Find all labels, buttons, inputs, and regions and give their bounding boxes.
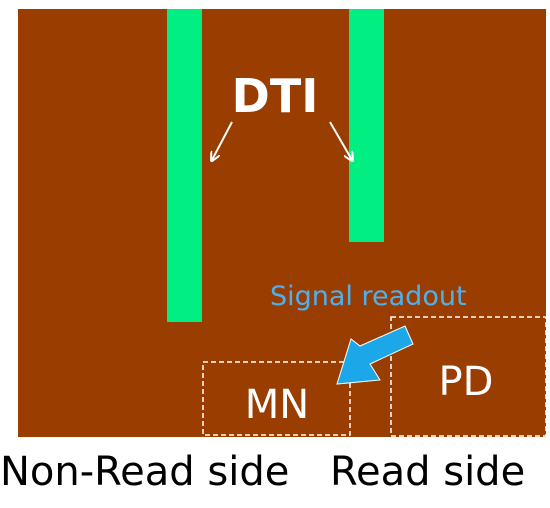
dti-pillar-left	[167, 9, 202, 322]
mn-label: MN	[245, 382, 309, 428]
substrate-block	[18, 9, 546, 437]
dti-pointer-arrow-right	[329, 121, 352, 160]
pd-label: PD	[439, 359, 494, 405]
dti-label: DTI	[232, 69, 319, 123]
signal-readout-arrow	[336, 325, 414, 385]
signal-readout-label: Signal readout	[270, 281, 467, 312]
pd-region-outline	[390, 316, 547, 437]
mn-region-outline	[202, 361, 351, 436]
non-read-side-label: Non-Read side	[0, 449, 290, 495]
read-side-label: Read side	[330, 449, 526, 495]
dti-pillar-right	[349, 9, 384, 242]
dti-pointer-arrow-left	[212, 121, 233, 160]
